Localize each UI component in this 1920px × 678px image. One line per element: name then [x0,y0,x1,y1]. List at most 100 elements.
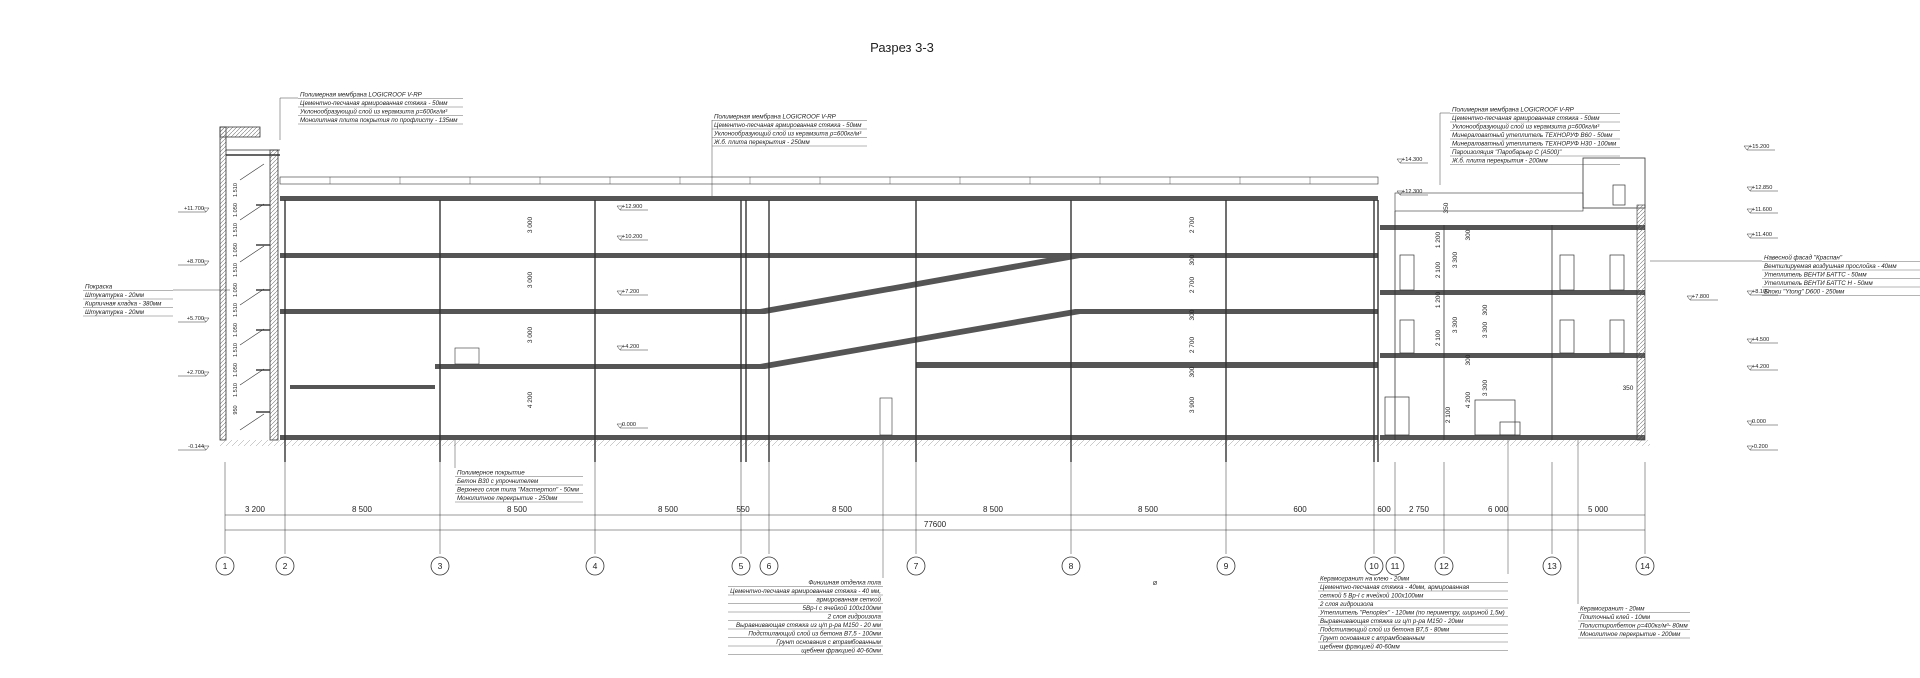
axis-bubble [1542,556,1562,576]
note-line: Грунт основания с втрамбованным [1320,635,1425,642]
axis-label: 3 [438,561,443,571]
note-line: Верхнего слоя типа "Мастертоп" - 50мм [457,487,580,494]
ground-hatch [220,440,1650,446]
svg-text:+8.100: +8.100 [1752,289,1769,295]
note-line: щебнем фракцией 40-60мм [1320,644,1401,651]
office-floor-3 [1380,290,1645,295]
level-mark: +7.200 [616,289,648,296]
vertical-dim: 2 700 [1189,276,1196,293]
svg-text:+11.600: +11.600 [1752,207,1772,213]
construction-notes: Полимерная мембрана LOGICROOF V-RPЦемент… [83,92,1920,655]
axis-label: 8 [1069,561,1074,571]
level-mark: +11.600 [1746,207,1778,214]
ramp-barrier [454,347,480,365]
note-line: Цементно-песчаная армированная стяжка - … [1452,115,1600,122]
note-line: Ж.б. плита перекрытия - 250мм [713,139,811,146]
svg-text:+4.200: +4.200 [1752,364,1769,370]
stair-dim: 1.510 [233,343,239,357]
stair-landings [256,204,270,413]
vertical-dim: 4 200 [527,391,534,408]
span-dimension: 8 500 [658,505,679,514]
note-line: 2 слоя гидроизола [1319,601,1374,608]
axis-bubble [215,556,235,576]
vertical-dim: 3 000 [527,216,534,233]
note-line: Полистиролбетон ρ=400кг/м³- 80мм [1580,623,1689,630]
note-line: 5Вр-I с ячейкой 100х100мм [803,605,882,612]
vertical-dim: 300 [1465,354,1472,365]
level-mark: +4.200 [616,344,648,351]
note-line: Утеплитель ВЕНТИ БАТТС - 50мм [1763,272,1867,279]
axis-label: 4 [593,561,598,571]
level-mark: +12.850 [1746,185,1778,192]
office-floor-2 [1380,353,1645,358]
axis-bubble [759,556,779,576]
note-line: Керамогранит - 20мм [1580,606,1645,613]
note-line: 2 слоя гидроизола [827,614,882,621]
floor-detail [879,397,893,436]
stair-dim: 1.510 [233,303,239,317]
axis-label: 1 [223,561,228,571]
floor-slab-3 [280,253,1378,258]
vertical-dim: 2 100 [1435,329,1442,346]
note-line: Подстилающий слой из бетона В7,5 - 100мм [748,631,881,638]
note-line: Вентилируемая воздушная прослойка - 40мм [1764,263,1897,270]
svg-text:+10.200: +10.200 [622,234,642,240]
note-line: Штукатурка - 20мм [85,292,145,299]
svg-text:+4.200: +4.200 [622,344,639,350]
axis-bubble [1364,556,1384,576]
note-line: Цементно-песчаная армированная стяжка - … [714,122,862,129]
axis-label: 2 [283,561,288,571]
svg-text:+2.700: +2.700 [187,370,204,376]
roof-slab [280,196,1378,201]
axis-label: 9 [1224,561,1229,571]
columns [284,200,1379,462]
axis-label: 13 [1547,561,1557,571]
svg-text:+7.200: +7.200 [622,289,639,295]
level-mark: +4.200 [1746,364,1778,371]
level-mark: +14.300 [1396,157,1428,164]
note-roof-right: Полимерная мембрана LOGICROOF V-RPЦемент… [1439,107,1620,185]
span-dimension: 5 000 [1588,505,1609,514]
svg-text:+15.200: +15.200 [1749,144,1769,150]
axis-label: 7 [914,561,919,571]
note-line: щебнем фракцией 40-60мм [801,648,882,655]
stair-tower [219,126,280,441]
note-line: Выравнивающая стяжка из ц/п р-ра М150 - … [1320,618,1464,625]
note-line: Утеплитель "Penoplex" - 120мм (по периме… [1319,610,1505,617]
axis-label: 12 [1439,561,1449,571]
vertical-dim: 3 000 [527,271,534,288]
note-line: Подстилающий слой из бетона В7,5 - 80мм [1320,627,1450,634]
note-floor-ceramic: Керамогранит на клею - 20ммЦементно-песч… [1318,440,1509,651]
note-line: Монолитная плита покрытия по профлисту -… [300,117,458,124]
axis-label: 5 [739,561,744,571]
axis-label: 11 [1391,561,1400,571]
svg-text:+4.500: +4.500 [1752,337,1769,343]
ramp-lower-slab [916,362,1378,368]
floor-slab-1 [435,309,1378,369]
vertical-dim: 3 900 [1189,396,1196,413]
axis-label: 10 [1369,561,1379,571]
note-line: Полимерная мембрана LOGICROOF V-RP [1452,107,1575,114]
note-line: Уклонообразующий слой из керамзита ρ=600… [1451,124,1600,131]
svg-text:+12.900: +12.900 [622,204,642,210]
vertical-dim: 300 [1189,254,1196,265]
roof-parapet-rail [279,176,1379,185]
axis-bubble [1635,556,1655,576]
office-roof-slab [1380,225,1645,230]
note-line: Полимерная мембрана LOGICROOF V-RP [714,114,837,121]
level-mark: +11.700 [178,206,210,213]
level-mark: +11.400 [1746,232,1778,239]
note-line: Утеплитель ВЕНТИ БАТТС Н - 50мм [1763,280,1874,287]
svg-text:+11.700: +11.700 [184,206,204,212]
office-roof-rail [1394,192,1584,212]
note-line: Керамогранит на клею - 20мм [1320,576,1410,583]
vertical-dim: 3 300 [1482,379,1489,396]
svg-text:0.000: 0.000 [1752,419,1766,425]
axis-label: 14 [1640,561,1650,571]
